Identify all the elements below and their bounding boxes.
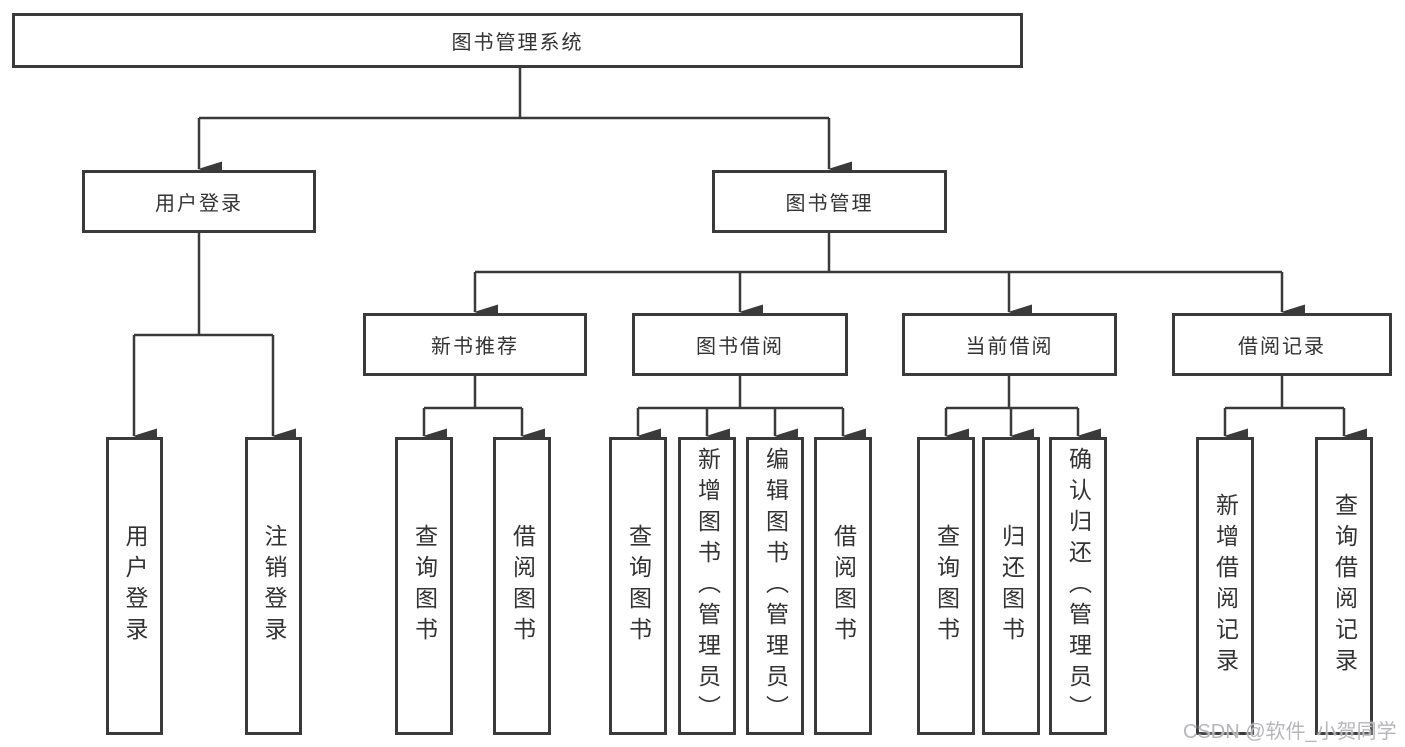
node-label: 借阅记录 [1238,336,1326,358]
leaf-edit-books-admin: 编辑图书（管理员） [746,437,804,735]
node-book-management: 图书管理 [712,170,947,233]
node-borrowing-records: 借阅记录 [1172,313,1392,376]
node-book-borrowing: 图书借阅 [632,313,848,376]
leaf-label: 编辑图书（管理员） [762,446,789,726]
leaf-label: 注销登录 [261,524,287,648]
leaf-confirm-return-admin: 确认归还（管理员） [1049,437,1107,735]
node-label: 新书推荐 [431,336,519,358]
leaf-label: 查询借阅记录 [1331,493,1358,679]
connector-skeleton [134,68,1344,410]
node-label: 图书借阅 [696,336,784,358]
leaf-borrow-books: 借阅图书 [814,437,872,735]
leaf-query-borrow-record: 查询借阅记录 [1315,437,1373,735]
leaf-label: 查询图书 [933,524,960,648]
connector-arrows [132,118,1367,444]
leaf-user-login: 用户登录 [106,437,163,735]
node-system-root: 图书管理系统 [12,13,1023,68]
node-label: 当前借阅 [965,336,1054,358]
leaf-query-books: 查询图书 [395,437,453,735]
node-user-login: 用户登录 [82,170,316,233]
leaf-label: 新增图书（管理员） [694,446,721,726]
leaf-borrow-books: 借阅图书 [493,437,551,735]
leaf-label: 查询图书 [411,524,438,648]
leaf-logout: 注销登录 [245,437,302,735]
leaf-label: 借阅图书 [509,524,536,648]
leaf-label: 新增借阅记录 [1212,493,1239,679]
node-label: 图书管理系统 [451,32,584,54]
leaf-return-books: 归还图书 [982,437,1040,735]
node-label: 图书管理 [785,193,874,215]
node-new-book-recommend: 新书推荐 [363,313,587,376]
node-label: 用户登录 [155,193,243,215]
csdn-watermark: CSDN @软件_小贺同学 [1183,721,1397,743]
leaf-query-books: 查询图书 [609,437,667,735]
node-current-borrowing: 当前借阅 [902,313,1117,376]
leaf-label: 归还图书 [998,524,1025,648]
leaf-add-borrow-record: 新增借阅记录 [1196,437,1254,735]
leaf-add-books-admin: 新增图书（管理员） [678,437,736,735]
leaf-label: 用户登录 [122,524,148,648]
leaf-query-books: 查询图书 [917,437,975,735]
leaf-label: 确认归还（管理员） [1065,446,1092,726]
leaf-label: 借阅图书 [830,524,857,648]
leaf-label: 查询图书 [625,524,652,648]
